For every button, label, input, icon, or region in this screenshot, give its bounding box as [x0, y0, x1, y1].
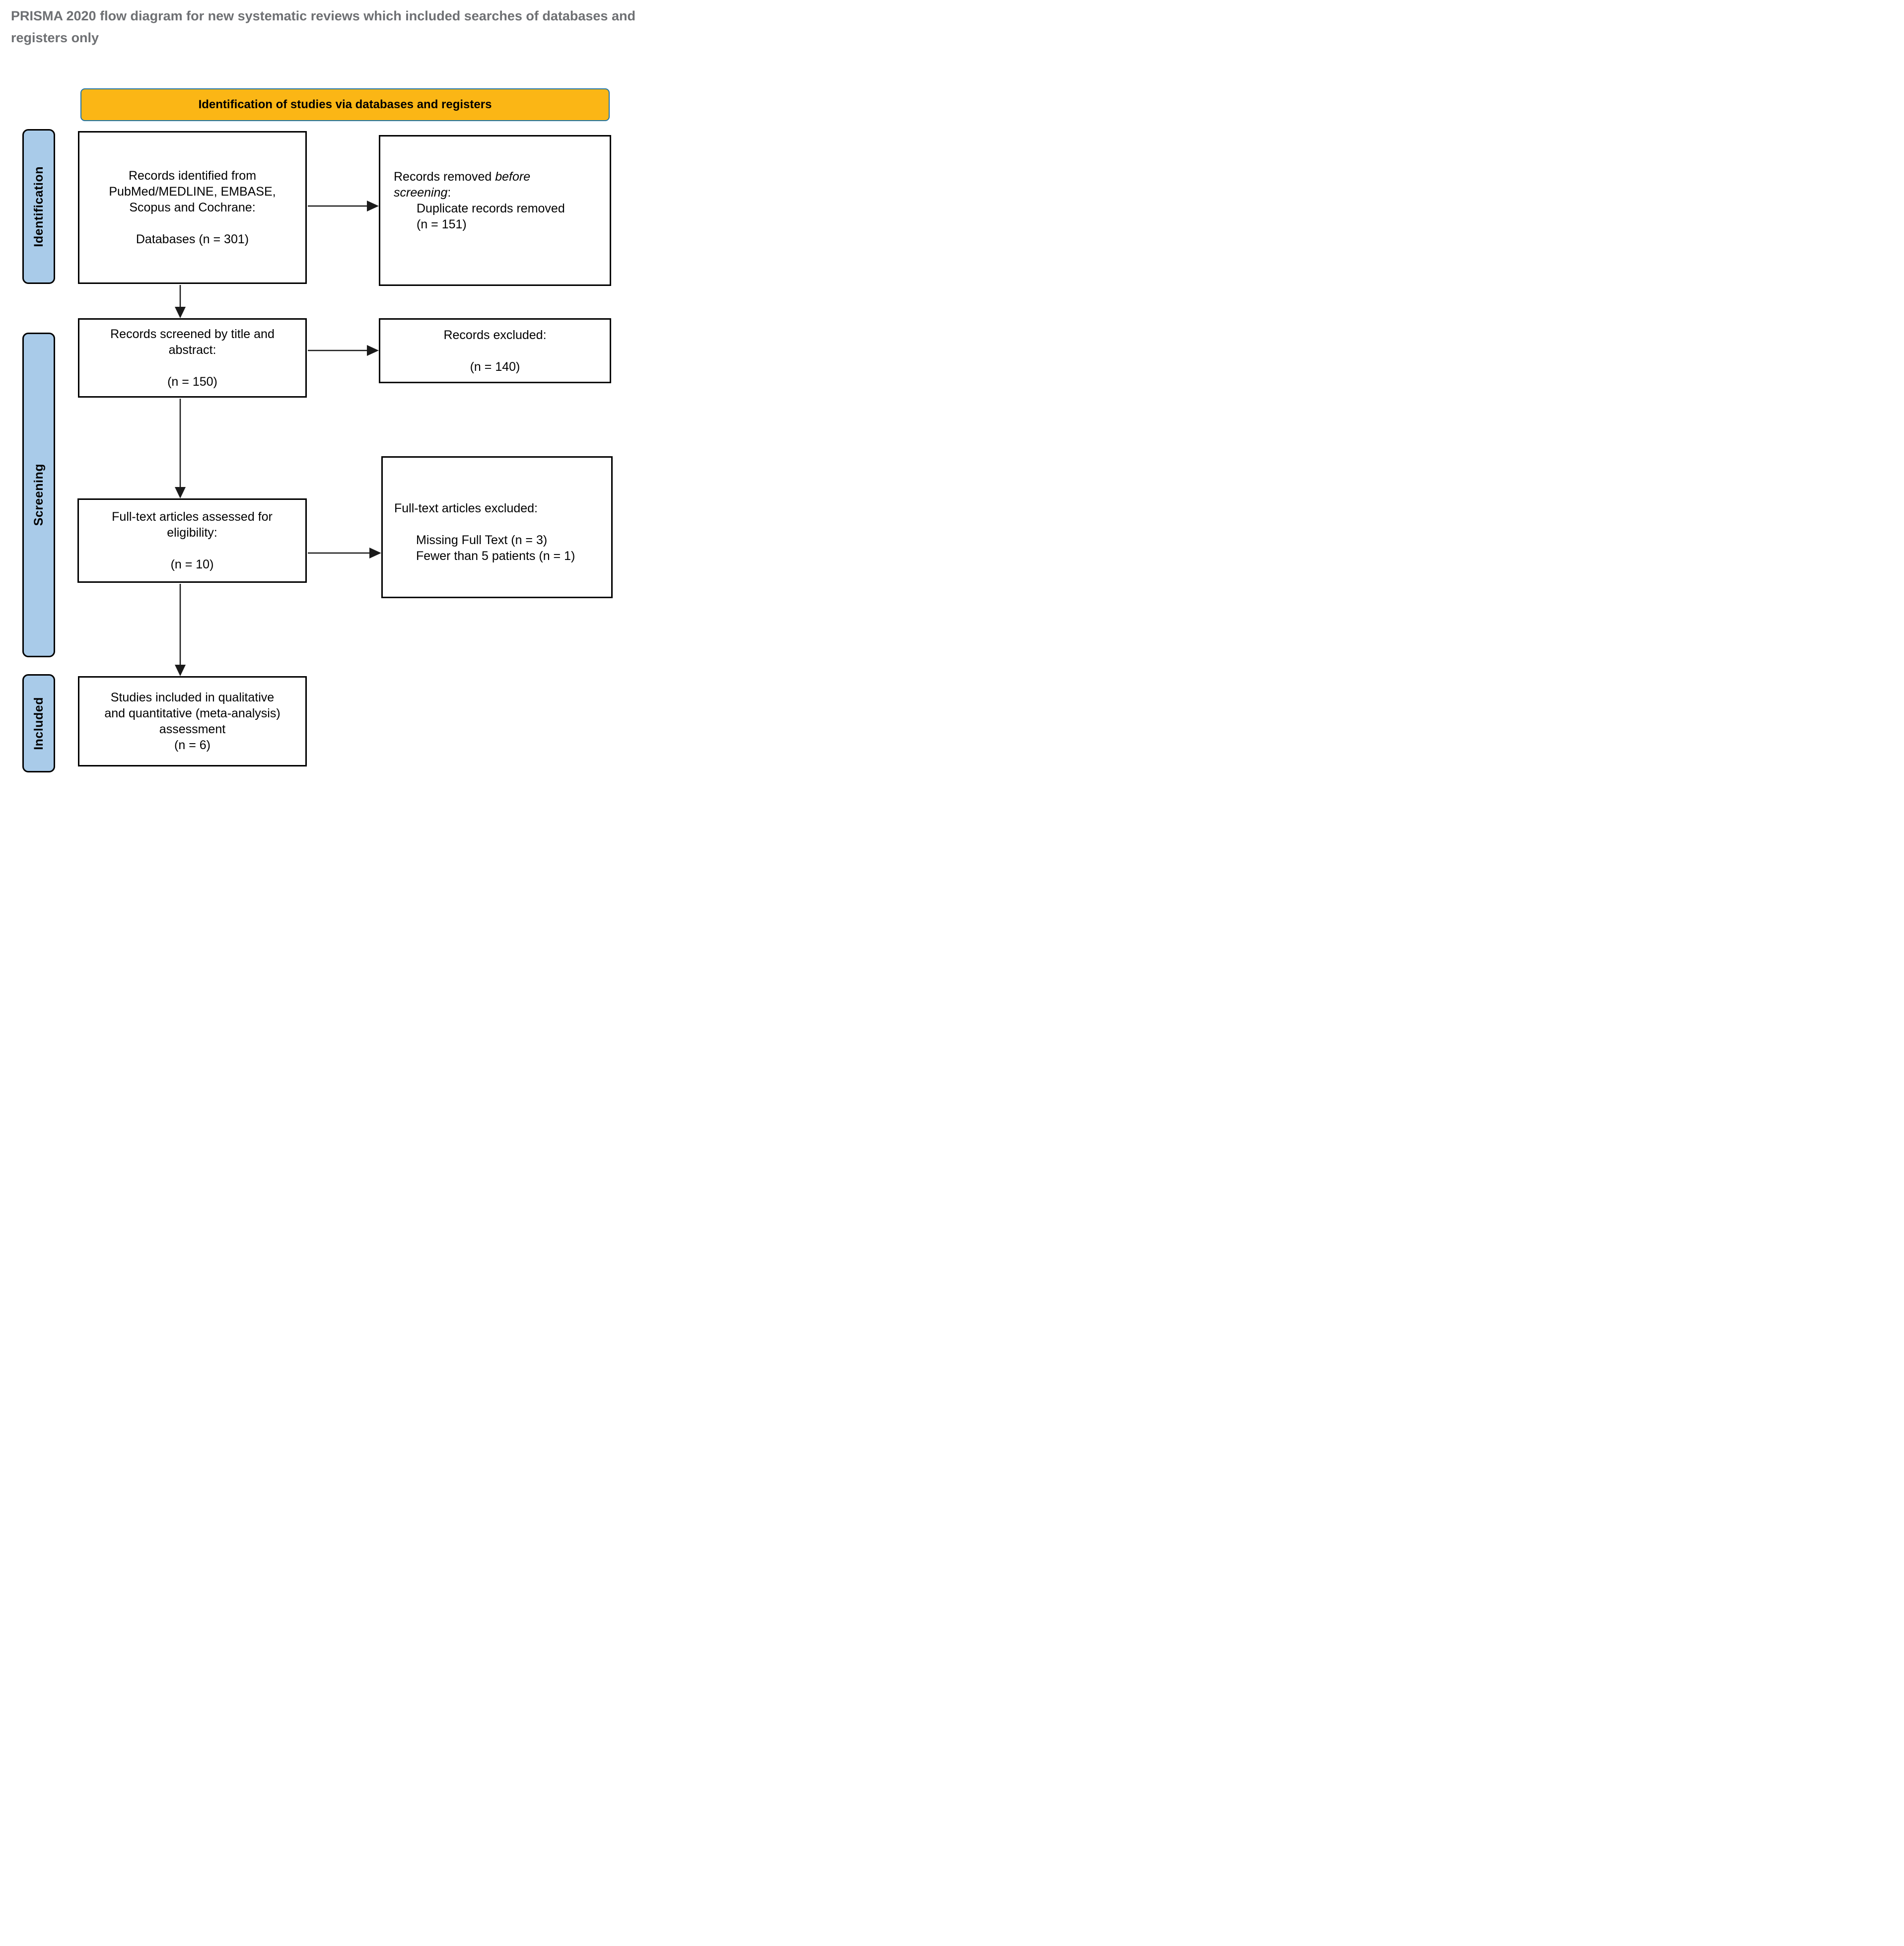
stage-tab-identification: Identification: [22, 129, 55, 284]
box-records-identified-text: Records identified from PubMed/MEDLINE, …: [109, 169, 276, 246]
stage-tab-included: Included: [22, 674, 55, 772]
arrow-screened-to-assessed: [175, 399, 186, 498]
stage-tab-screening: Screening: [22, 333, 55, 657]
box-fulltext-excluded: Full-text articles excluded: Missing Ful…: [381, 456, 613, 598]
box-records-screened: Records screened by title and abstract: …: [78, 318, 307, 398]
box-studies-included: Studies included in qualitative and quan…: [78, 676, 307, 766]
stage-label-included: Included: [31, 696, 46, 750]
arrow-identified-to-removed: [308, 201, 379, 211]
box-records-excluded: Records excluded: (n = 140): [379, 318, 611, 383]
fulltext-excluded-heading: Full-text articles excluded:: [394, 501, 538, 515]
banner-label: Identification of studies via databases …: [198, 98, 492, 111]
box-fulltext-assessed: Full-text articles assessed for eligibil…: [77, 498, 307, 583]
box-studies-included-text: Studies included in qualitative and quan…: [104, 691, 281, 752]
arrow-screened-to-excluded: [308, 345, 379, 356]
stage-label-screening: Screening: [31, 464, 46, 526]
fulltext-excluded-detail: Missing Full Text (n = 3) Fewer than 5 p…: [416, 533, 575, 563]
box-records-excluded-text: Records excluded: (n = 140): [443, 328, 547, 374]
records-removed-detail: Duplicate records removed (n = 151): [417, 202, 565, 231]
arrow-assessed-to-fulltext-excluded: [308, 548, 381, 558]
page-title: PRISMA 2020 flow diagram for new systema…: [11, 8, 635, 45]
stage-label-identification: Identification: [31, 166, 46, 247]
prisma-flow-diagram: PRISMA 2020 flow diagram for new systema…: [0, 0, 762, 778]
arrow-identified-to-screened: [175, 285, 186, 318]
arrow-assessed-to-included: [175, 584, 186, 676]
box-records-screened-text: Records screened by title and abstract: …: [110, 327, 275, 389]
banner-identification-of-studies: Identification of studies via databases …: [80, 88, 610, 121]
box-fulltext-excluded-text: Full-text articles excluded: Missing Ful…: [394, 500, 606, 564]
box-records-identified: Records identified from PubMed/MEDLINE, …: [78, 131, 307, 284]
box-fulltext-assessed-text: Full-text articles assessed for eligibil…: [112, 510, 273, 571]
fulltext-excluded-spacer: [394, 516, 606, 532]
